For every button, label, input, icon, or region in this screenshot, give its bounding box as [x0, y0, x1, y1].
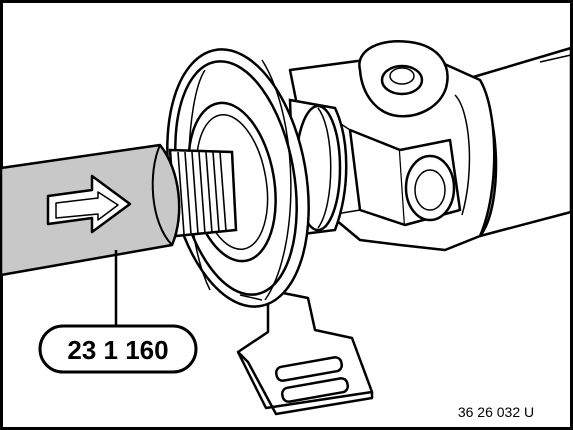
figure-reference: 36 26 032 U — [458, 404, 534, 420]
tool-number-label: 23 1 160 — [67, 335, 168, 365]
tool-number-callout: 23 1 160 — [38, 324, 198, 374]
right-arrow-icon — [46, 174, 132, 234]
splined-shaft-end — [168, 148, 238, 238]
callout-pill — [38, 324, 198, 374]
